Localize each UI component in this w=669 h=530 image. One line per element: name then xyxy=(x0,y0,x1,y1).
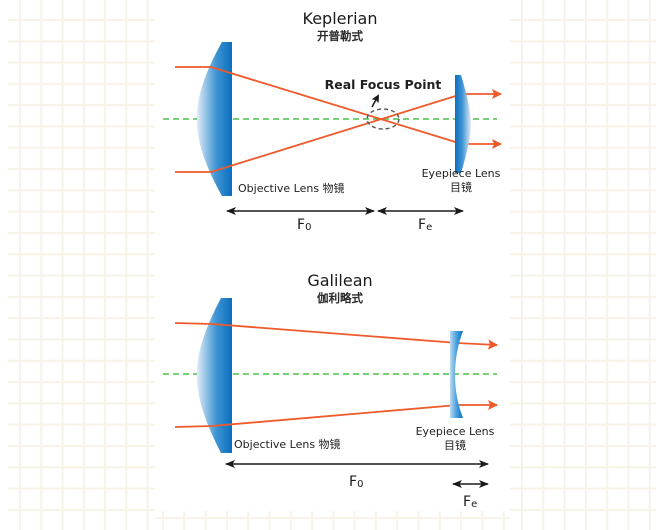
keplerian-objective-focal-label: F0 xyxy=(297,217,311,233)
grid-background-bottom xyxy=(155,511,510,530)
galilean-ray-top-incoming xyxy=(174,322,459,344)
galilean-ray-exit-top xyxy=(456,339,498,350)
keplerian-ray-top-incoming xyxy=(175,66,463,145)
galilean-objective-label: Objective Lens 物镜 xyxy=(234,437,341,451)
keplerian-eyepiece-label: Eyepiece Lens xyxy=(422,167,501,180)
grid-background-left xyxy=(8,0,155,530)
galilean-eyepiece-focal-label: Fe xyxy=(463,494,477,510)
galilean-objective-focal-label: F0 xyxy=(349,474,363,490)
galilean-section: Galilean 伽利略式 Objective Lens 物镜 Eyepiece… xyxy=(163,271,498,510)
keplerian-objective-label: Objective Lens 物镜 xyxy=(238,181,345,195)
keplerian-eyepiece-label-cn: 目镜 xyxy=(450,180,472,194)
galilean-ray-bottom-incoming xyxy=(174,404,459,428)
keplerian-objective-lens xyxy=(196,42,232,196)
grid-background-right xyxy=(510,0,656,530)
focus-point-label: Real Focus Point xyxy=(325,77,442,92)
galilean-eyepiece-label-cn: 目镜 xyxy=(444,438,466,452)
keplerian-eyepiece-focal-label: Fe xyxy=(418,217,432,233)
keplerian-title: Keplerian xyxy=(303,9,378,28)
focus-point-circle xyxy=(366,108,400,130)
galilean-title: Galilean xyxy=(307,271,372,290)
keplerian-ray-bottom-incoming xyxy=(175,93,463,173)
keplerian-eyepiece-lens xyxy=(455,75,471,173)
galilean-subtitle: 伽利略式 xyxy=(317,291,363,305)
focus-point-arrow-icon xyxy=(371,94,379,108)
galilean-eyepiece-concave-lens xyxy=(450,331,463,418)
keplerian-section: Keplerian 开普勒式 Real Focus Point Objectiv… xyxy=(163,9,502,233)
keplerian-subtitle: 开普勒式 xyxy=(317,29,363,43)
galilean-eyepiece-label: Eyepiece Lens xyxy=(416,425,495,438)
galilean-objective-lens xyxy=(196,298,232,453)
